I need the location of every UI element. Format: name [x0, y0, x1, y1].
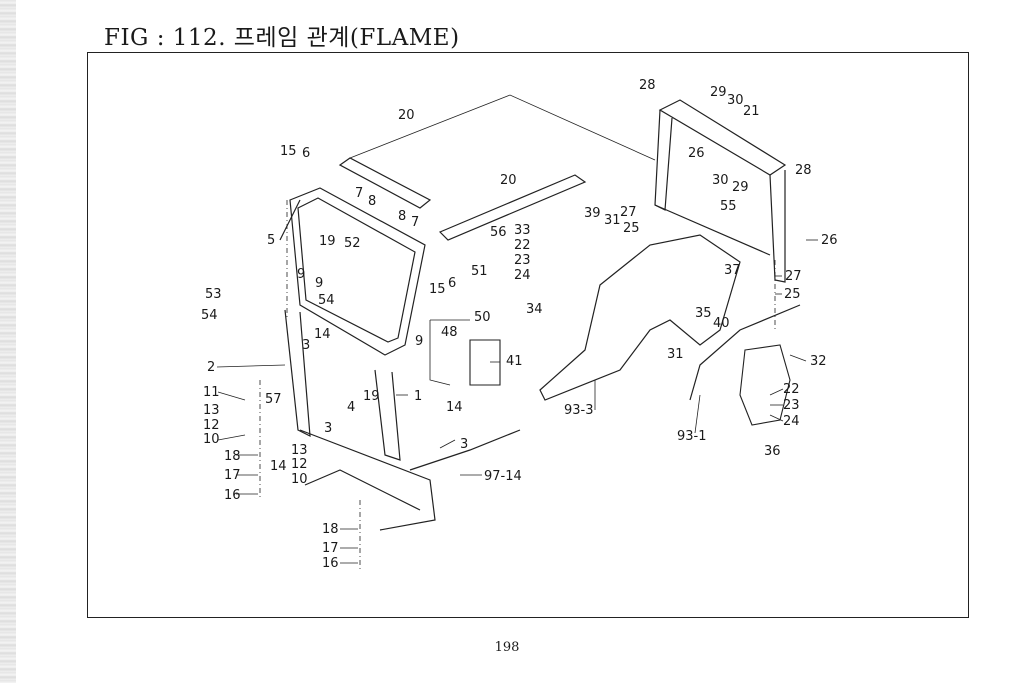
callout: 7	[355, 186, 363, 201]
callout: 14	[314, 327, 331, 342]
callout: 26	[688, 146, 705, 161]
callout: 13	[291, 443, 308, 458]
callout: 10	[291, 472, 308, 487]
callout: 28	[639, 78, 656, 93]
callout: 51	[471, 264, 488, 279]
callout: 17	[322, 541, 339, 556]
callout: 39	[584, 206, 601, 221]
callout: 55	[720, 199, 737, 214]
callout: 36	[764, 444, 781, 459]
callout: 14	[446, 400, 463, 415]
figure-title: FIG : 112. 프레임 관계(FLAME)	[104, 25, 460, 51]
callout: 7	[411, 215, 419, 230]
front-frame	[279, 187, 426, 461]
callout: 22	[514, 238, 531, 253]
page-number: 198	[494, 640, 520, 655]
callout: 54	[201, 308, 218, 323]
callout: 93-1	[677, 429, 707, 444]
callout: 3	[324, 421, 332, 436]
callout: 26	[821, 233, 838, 248]
callout: 31	[667, 347, 684, 362]
callout: 34	[526, 302, 543, 317]
callout: 30	[712, 173, 729, 188]
callout: 14	[270, 459, 287, 474]
callout: 24	[783, 414, 800, 429]
bottom-frame	[299, 319, 521, 531]
callout: 93-3	[564, 403, 594, 418]
callout: 31	[604, 213, 621, 228]
callout: 20	[398, 108, 415, 123]
scan-edge	[0, 0, 16, 683]
callout: 25	[784, 287, 801, 302]
callout: 13	[203, 403, 220, 418]
callout: 50	[474, 310, 491, 325]
callout: 3	[302, 338, 310, 353]
callout: 52	[344, 236, 361, 251]
callout: 12	[203, 418, 220, 433]
callout: 28	[795, 163, 812, 178]
roof-bars	[338, 94, 656, 241]
callout: 4	[347, 400, 355, 415]
callout: 23	[783, 398, 800, 413]
callout: 2	[207, 360, 215, 375]
callout: 19	[319, 234, 336, 249]
callout: 1	[414, 389, 422, 404]
callout: 30	[727, 93, 744, 108]
callout: 40	[713, 316, 730, 331]
callout: 5	[267, 233, 275, 248]
callout: 54	[318, 293, 335, 308]
callout: 11	[203, 385, 220, 400]
callout: 57	[265, 392, 282, 407]
callout: 20	[500, 173, 517, 188]
callout: 18	[224, 449, 241, 464]
rear-frame	[654, 99, 787, 283]
callout: 22	[783, 382, 800, 397]
callout-labels: 1 2 3 3 3 4 5 6 6 7 7 8 8 9 9 9 10 10 11…	[201, 78, 838, 571]
callout: 41	[506, 354, 523, 369]
callout: 56	[490, 225, 507, 240]
callout: 9	[297, 267, 305, 282]
callout: 9	[415, 334, 423, 349]
callout: 27	[785, 269, 802, 284]
callout: 16	[224, 488, 241, 503]
callout: 15	[280, 144, 297, 159]
callout: 10	[203, 432, 220, 447]
callout: 27	[620, 205, 637, 220]
callout: 29	[732, 180, 749, 195]
callout: 3	[460, 437, 468, 452]
callout: 6	[448, 276, 456, 291]
callout: 16	[322, 556, 339, 571]
callout: 33	[514, 223, 531, 238]
callout: 8	[368, 194, 376, 209]
callout: 19	[363, 389, 380, 404]
callout: 12	[291, 457, 308, 472]
callout: 37	[724, 263, 741, 278]
centre-lines	[259, 200, 776, 570]
callout: 23	[514, 253, 531, 268]
callout: 25	[623, 221, 640, 236]
callout: 53	[205, 287, 222, 302]
callout: 29	[710, 85, 727, 100]
leader-lines	[216, 239, 818, 564]
diagram-frame	[87, 52, 969, 618]
callout: 15	[429, 282, 446, 297]
callout: 35	[695, 306, 712, 321]
callout: 97-14	[484, 469, 522, 484]
callout: 8	[398, 209, 406, 224]
callout: 48	[441, 325, 458, 340]
callout: 18	[322, 522, 339, 537]
callout: 17	[224, 468, 241, 483]
callout: 9	[315, 276, 323, 291]
callout: 6	[302, 146, 310, 161]
callout: 24	[514, 268, 531, 283]
callout: 32	[810, 354, 827, 369]
callout: 21	[743, 104, 760, 119]
fender-body	[539, 234, 801, 426]
